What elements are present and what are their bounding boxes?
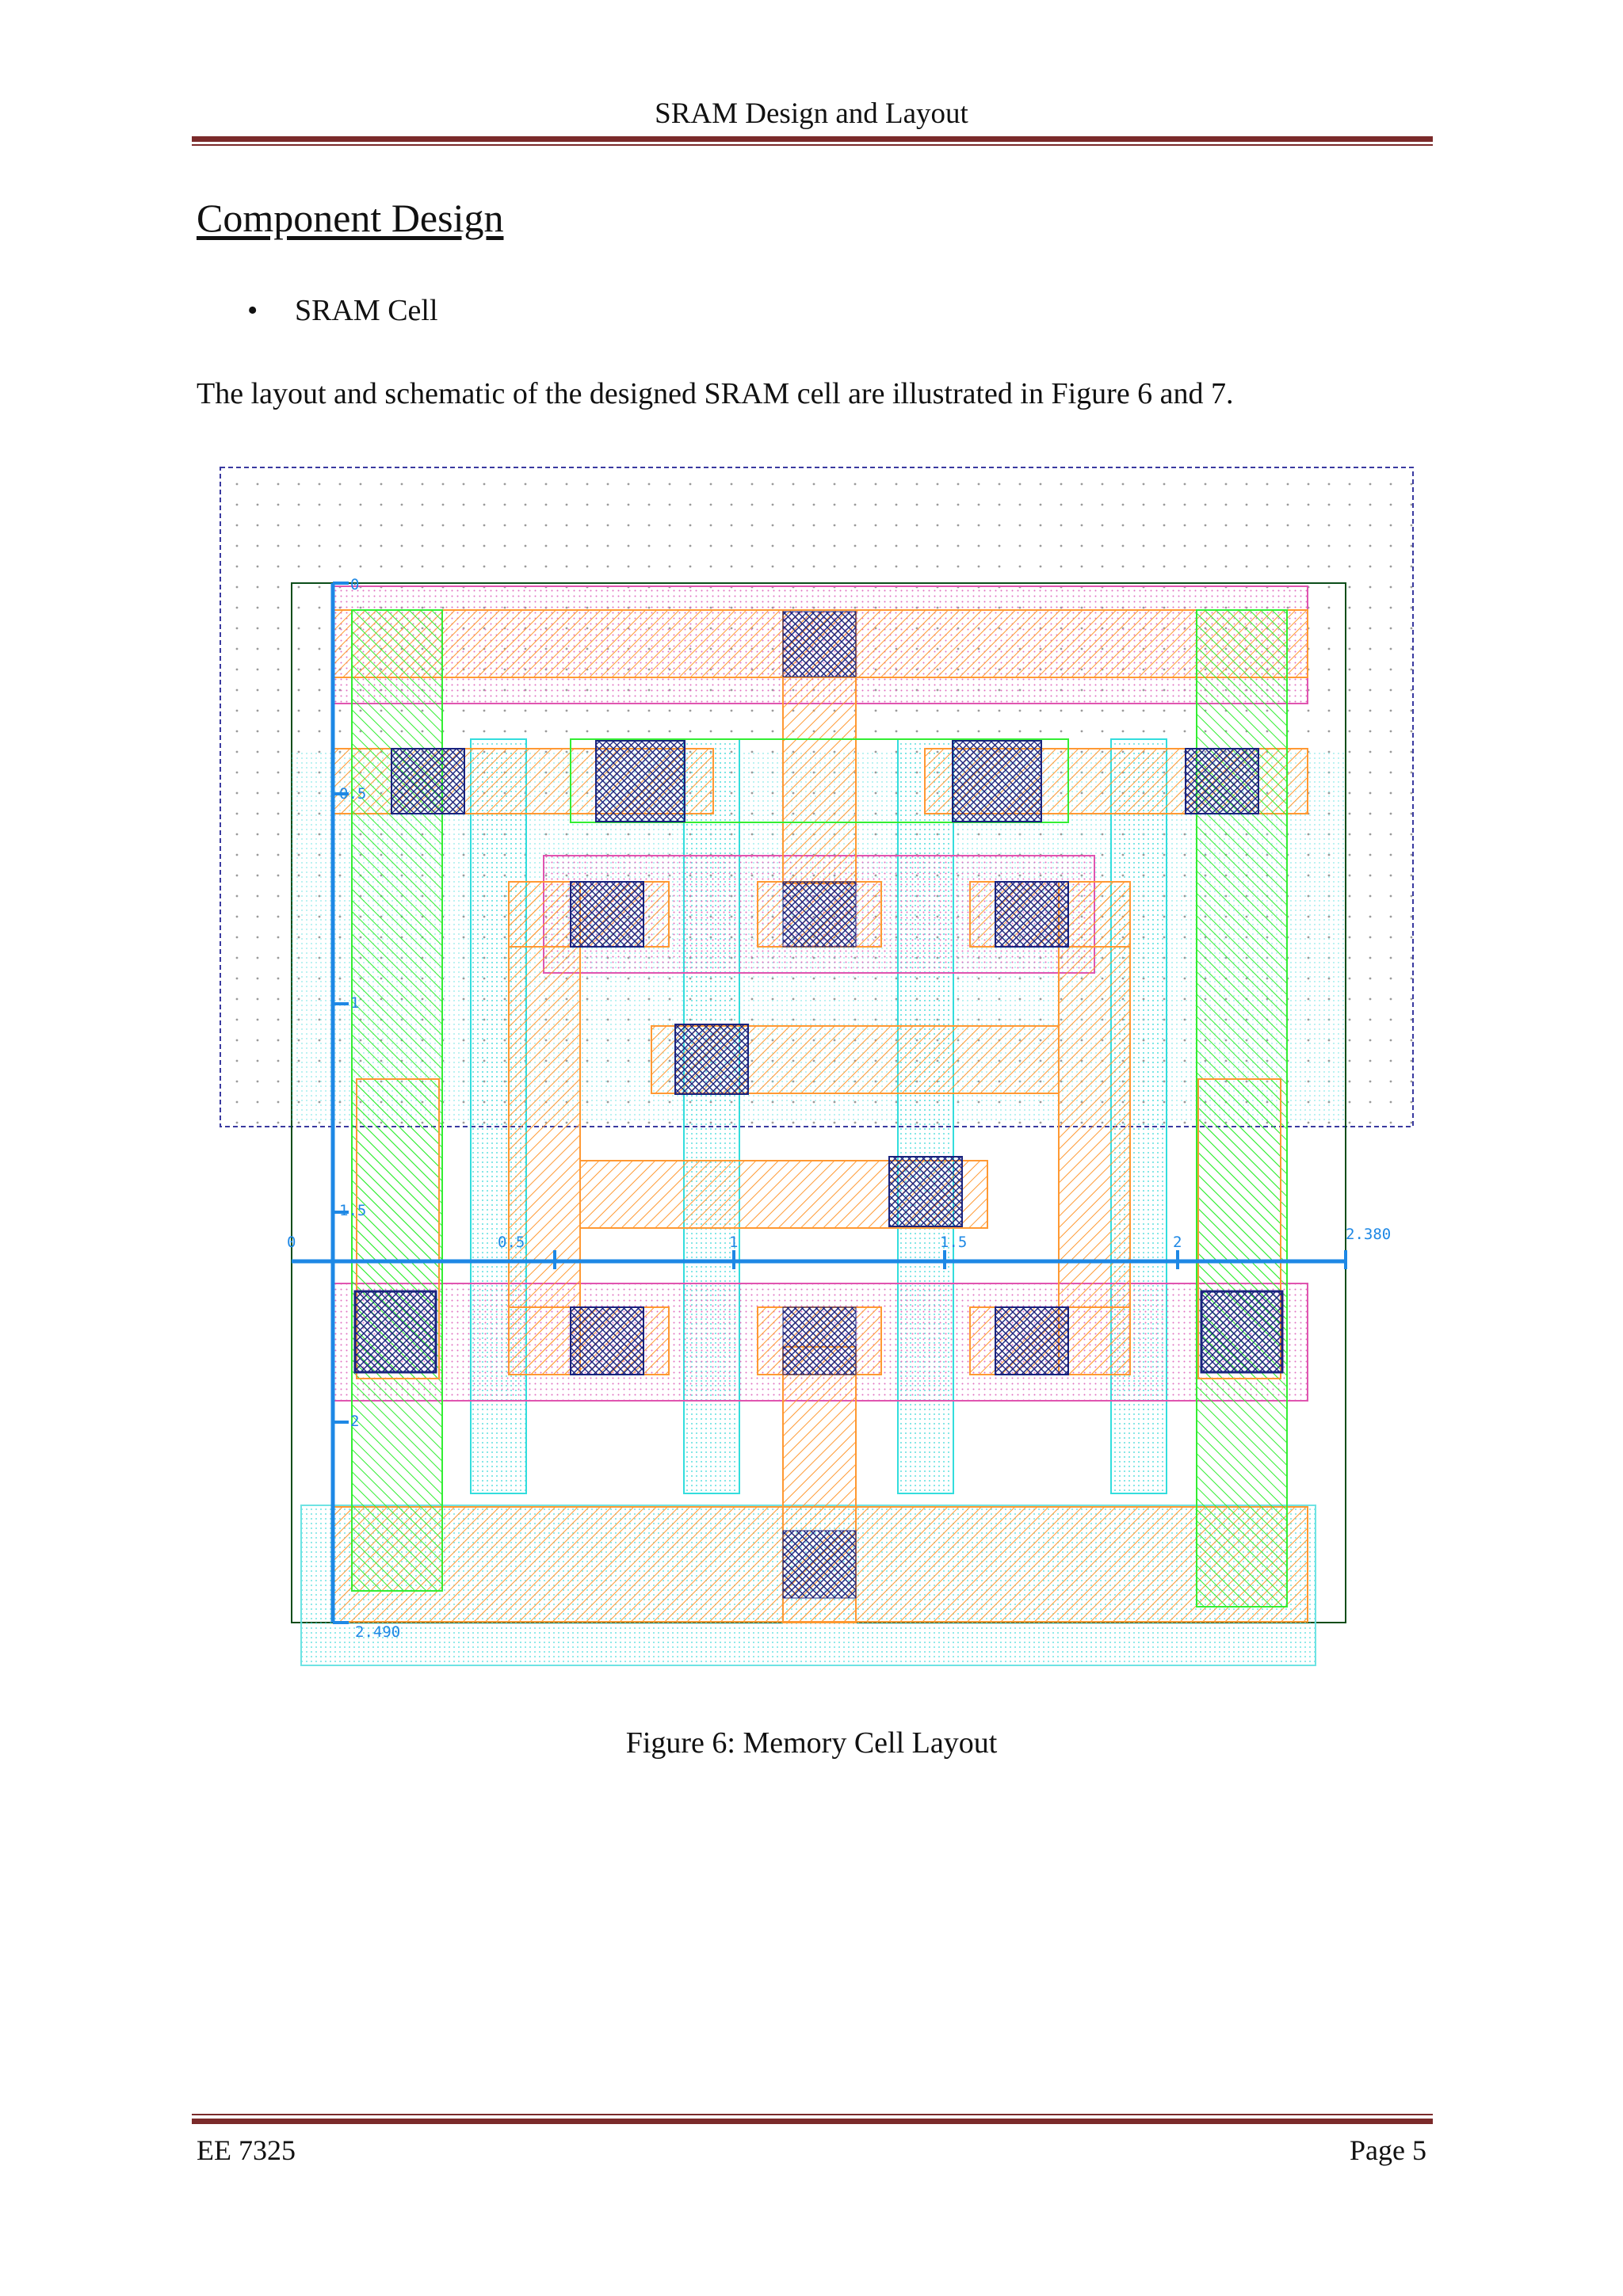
page-header-title: SRAM Design and Layout [655, 97, 968, 130]
y-tick-label-2: 2 [350, 1413, 359, 1430]
x-tick-label-1: 1 [729, 1234, 738, 1251]
figure-caption: Figure 6: Memory Cell Layout [625, 1726, 998, 1760]
footer-rule-thin [192, 2114, 1433, 2115]
x-tick-label-1.5: 1.5 [940, 1234, 967, 1251]
y-tick-label-max: 2.490 [355, 1623, 400, 1641]
section-heading: Component Design [197, 196, 504, 240]
contact-layer [353, 611, 1284, 1599]
bullet-marker: • [247, 294, 258, 327]
x-tick-label-2: 2 [1173, 1234, 1182, 1251]
x-tick-label-0.5: 0.5 [498, 1234, 525, 1251]
y-tick-label-0: 0 [350, 576, 359, 593]
layout-axes: 0 0.5 1 1.5 2 2.380 0 0.5 1 1.5 2 2.490 [287, 576, 1391, 1641]
y-tick-label-1: 1 [350, 994, 359, 1012]
y-tick-label-0.5: 0.5 [339, 785, 366, 803]
y-tick-label-1.5: 1.5 [339, 1202, 366, 1219]
x-tick-label-max: 2.380 [1346, 1226, 1391, 1243]
bullet-item-sram-cell: SRAM Cell [295, 294, 438, 327]
footer-course-code: EE 7325 [197, 2134, 296, 2166]
header-rule-thin [192, 144, 1433, 146]
body-paragraph: The layout and schematic of the designed… [197, 377, 1234, 410]
footer-page-number: Page 5 [1350, 2134, 1426, 2166]
footer-rule [192, 2119, 1433, 2124]
header-rule [192, 136, 1433, 142]
x-tick-label-0: 0 [287, 1234, 296, 1251]
